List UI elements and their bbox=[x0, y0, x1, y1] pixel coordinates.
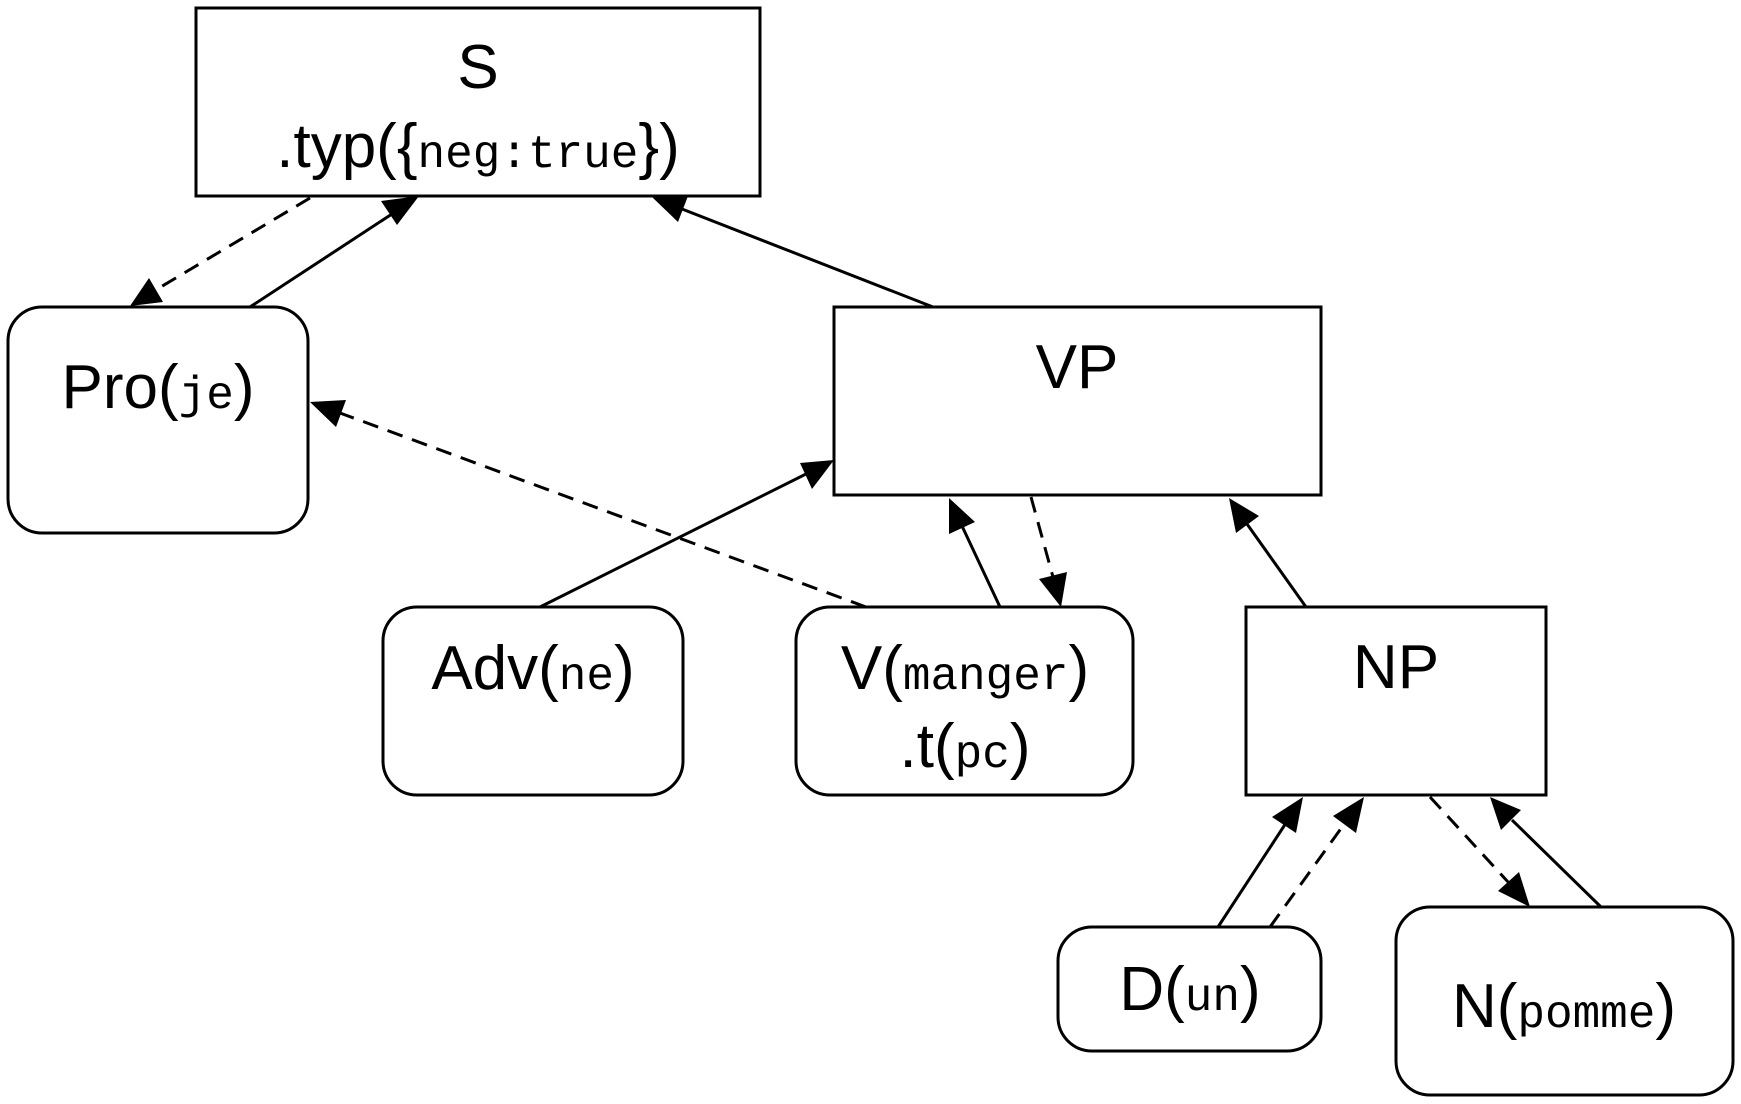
node-n-label: N(pomme) bbox=[1452, 972, 1676, 1041]
node-np-label: NP bbox=[1353, 633, 1439, 702]
node-pro-arg: je bbox=[179, 370, 234, 422]
node-n-name: N( bbox=[1452, 972, 1518, 1041]
node-vp-label: VP bbox=[1036, 333, 1119, 402]
node-v-call-suffix: ) bbox=[1010, 712, 1031, 781]
edge-d-to-np bbox=[1216, 797, 1303, 928]
node-adv-label: Adv(ne) bbox=[431, 634, 634, 703]
edge-vp-to-v-dashed bbox=[1029, 496, 1067, 607]
node-v-call-prefix: .t( bbox=[900, 712, 955, 781]
node-v-close: ) bbox=[1068, 634, 1089, 703]
node-pro: Pro(je) bbox=[6, 305, 310, 535]
node-v-box bbox=[794, 605, 1135, 797]
node-adv-close: ) bbox=[614, 634, 635, 703]
node-adv-name: Adv( bbox=[431, 634, 559, 703]
node-n-box bbox=[1394, 905, 1735, 1097]
node-d-close: ) bbox=[1240, 955, 1261, 1024]
node-v-label: V(manger) bbox=[841, 634, 1089, 703]
node-adv-arg: ne bbox=[559, 651, 614, 703]
node-s-call-prefix: .typ({ bbox=[276, 112, 417, 181]
node-pro-close: ) bbox=[234, 353, 255, 422]
edge-pro-to-s bbox=[249, 196, 419, 309]
node-d: D(un) bbox=[1056, 925, 1323, 1053]
edge-v-to-vp bbox=[949, 498, 1002, 608]
node-n-close: ) bbox=[1655, 972, 1676, 1041]
node-pro-label: Pro(je) bbox=[61, 353, 254, 422]
node-s-call-arg: neg:true bbox=[418, 129, 639, 181]
node-v-call: .t(pc) bbox=[900, 712, 1031, 781]
node-s-label: S bbox=[457, 33, 498, 102]
node-v: V(manger) .t(pc) bbox=[794, 605, 1135, 797]
node-s: S .typ({neg:true}) bbox=[194, 6, 762, 198]
node-s-call: .typ({neg:true}) bbox=[276, 112, 680, 181]
node-adv-box bbox=[381, 605, 685, 797]
edge-d-to-np-dashed bbox=[1268, 797, 1364, 928]
node-d-arg: un bbox=[1185, 972, 1240, 1024]
node-np-box bbox=[1244, 605, 1548, 797]
node-adv: Adv(ne) bbox=[381, 605, 685, 797]
edge-v-to-pro-dashed bbox=[310, 400, 867, 609]
node-d-label: D(un) bbox=[1119, 955, 1260, 1024]
node-v-call-arg: pc bbox=[955, 729, 1010, 781]
edges bbox=[130, 196, 1603, 928]
edge-n-to-np bbox=[1490, 797, 1603, 909]
node-s-box bbox=[194, 6, 762, 198]
node-d-box bbox=[1056, 925, 1323, 1053]
node-s-call-suffix: }) bbox=[638, 112, 679, 181]
edge-np-to-n-dashed bbox=[1428, 795, 1530, 907]
edge-adv-to-vp bbox=[539, 460, 834, 609]
node-n-arg: pomme bbox=[1517, 989, 1655, 1041]
node-pro-name: Pro( bbox=[61, 353, 178, 422]
node-v-name: V( bbox=[841, 634, 903, 703]
edge-np-to-vp bbox=[1229, 498, 1308, 608]
node-vp-box bbox=[832, 305, 1323, 497]
node-vp: VP bbox=[832, 305, 1323, 497]
node-pro-box bbox=[6, 305, 310, 535]
node-np: NP bbox=[1244, 605, 1548, 797]
node-v-arg: manger bbox=[903, 651, 1069, 703]
edge-s-to-pro-dashed bbox=[130, 196, 311, 306]
node-d-name: D( bbox=[1119, 955, 1185, 1024]
node-n: N(pomme) bbox=[1394, 905, 1735, 1097]
edge-vp-to-s bbox=[652, 196, 934, 309]
